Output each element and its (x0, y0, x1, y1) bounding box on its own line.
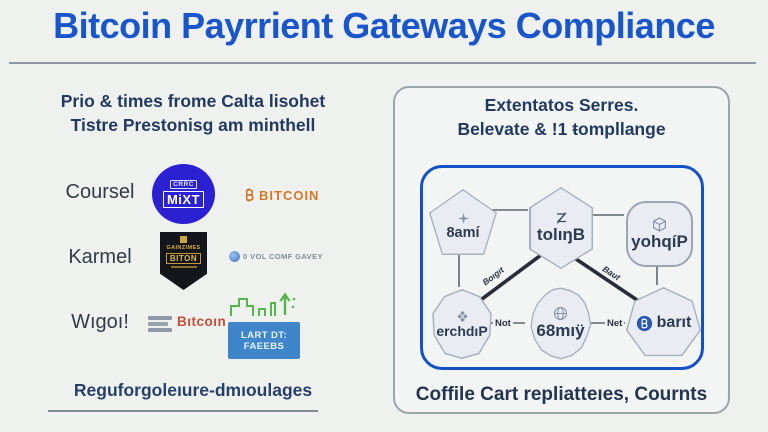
bitcoin-wordmark: BITCOIN (243, 187, 319, 203)
left-column: Prio & times frome Calta lisohet Tistre … (0, 66, 386, 432)
shield-logo: GAINZIMES BITON (160, 232, 207, 290)
left-heading: Prio & times frome Calta lisohet Tistre … (0, 90, 386, 137)
node-label: yohqíP (631, 231, 688, 251)
row3-label: Wıgoı! (71, 311, 129, 333)
cube-icon (653, 216, 666, 232)
shield-main-text: BITON (165, 253, 202, 264)
bitcoin-coin-icon (636, 315, 652, 331)
left-footer-text: Reguforgoleıure-dmıoulages (73, 380, 313, 400)
left-heading-line1: Prio & times frome Calta lisohet (60, 91, 326, 111)
exchange-chart-logo: LART DT: FAEEBS (228, 290, 300, 359)
globe-icon (553, 306, 568, 321)
right-heading-line2: Belevate & !1 ŧompllange (457, 118, 666, 139)
chart-logo-line1: LART DT: (241, 329, 287, 341)
node-label: 68mıÿ (536, 321, 585, 340)
gem-icon (456, 310, 468, 322)
page-title: Bitcoin Payrrient Gateways Compliance (53, 5, 715, 46)
right-heading-line1: Extentatos Serres. (484, 95, 639, 115)
edge-label-bottom-left: Not (493, 318, 513, 329)
right-heading: Extentatos Serres. Belevate & !1 ŧomplla… (395, 94, 728, 141)
title-divider (9, 62, 756, 64)
row2-label: Karmel (68, 246, 132, 268)
row1-label: Coursel (65, 181, 135, 203)
node-label: barıt (656, 314, 692, 331)
left-heading-line2: Tistre Prestonisg am minthell (70, 114, 316, 135)
chart-logo-box: LART DT: FAEEBS (228, 322, 300, 359)
shield-emblem-icon (180, 236, 187, 243)
bitcoin-wordmark-text: BITCOIN (259, 187, 320, 203)
shield-top-text: GAINZIMES (166, 245, 201, 251)
mixt-logo-main-text: MiXT (162, 191, 205, 208)
mixt-logo: CRRC MiXT (152, 164, 215, 224)
diagram-edges (458, 209, 658, 324)
stacked-bars-icon (148, 316, 172, 332)
globe-badge-icon (229, 251, 240, 262)
diagram-node-8ami: 8amí (429, 189, 497, 255)
growth-skyline-icon (230, 292, 296, 316)
node-label: 8amí (446, 224, 480, 241)
diagram-node-erchdip: erchdıP (431, 289, 493, 359)
gateway-caption-text: 0 VOL COMF GAVEY (243, 252, 323, 261)
bitcoin-b-icon (245, 188, 254, 202)
left-footer-divider (48, 410, 318, 412)
shield-bar (170, 266, 197, 268)
sparkle-icon (457, 212, 469, 224)
gateway-caption: 0 VOL COMF GAVEY (229, 251, 323, 262)
diagram-node-barit: barıt (626, 287, 701, 359)
edge-label-bottom-right: Net (605, 318, 625, 329)
diagram-node-68mi: 68mıÿ (527, 286, 594, 361)
node-label: tolıŋB (536, 225, 586, 244)
bitcoin-red-wordmark: Bıtcoın (177, 314, 227, 329)
script-z-icon (556, 212, 567, 224)
mixt-logo-top-text: CRRC (170, 180, 197, 189)
diagram-node-yohqip: yohqíP (626, 201, 693, 267)
node-label: erchdıP (436, 322, 488, 339)
right-panel: Extentatos Serres. Belevate & !1 ŧomplla… (393, 86, 730, 414)
network-diagram: 8amí tolıŋB yohqíP (420, 165, 704, 370)
diagram-node-tolib: tolıŋB (529, 187, 593, 269)
chart-logo-line2: FAEEBS (243, 340, 285, 352)
right-caption: Coffile Cart repliatteıes, Cournts (415, 384, 708, 405)
